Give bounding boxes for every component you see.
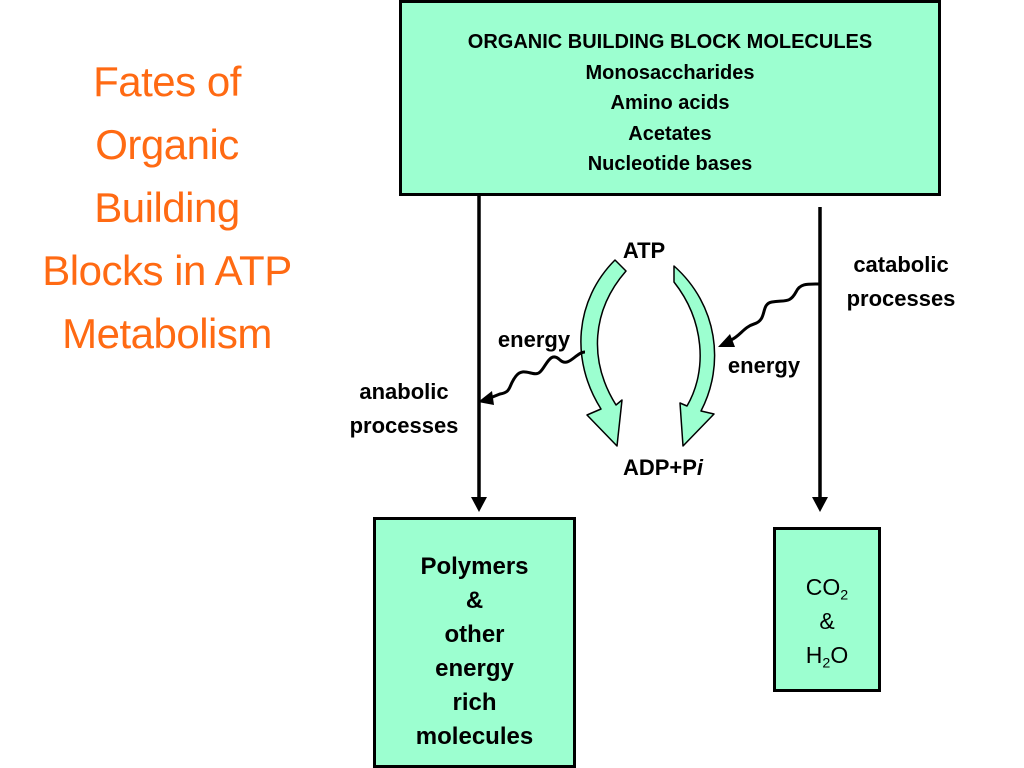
- adp-pi-text: ADP+P: [622, 455, 697, 480]
- title-line: Blocks in ATP: [42, 247, 292, 294]
- box-heading: ORGANIC BUILDING BLOCK MOLECULES: [467, 31, 873, 53]
- polymers-box: Polymers & other energy rich molecules: [373, 517, 576, 768]
- polymers-line: other: [444, 621, 505, 648]
- polymers-line: rich: [452, 689, 497, 716]
- adp-to-atp-arrow-right: [673, 265, 716, 447]
- catabolic-text: catabolic: [853, 252, 949, 277]
- energy-text-right: energy: [727, 353, 801, 378]
- polymers-line: Polymers: [420, 553, 529, 580]
- atp-label: ATP: [606, 235, 682, 267]
- energy-label-left: energy: [484, 324, 584, 356]
- atp-to-adp-arrow-left: [580, 259, 627, 447]
- box-item: Nucleotide bases: [587, 153, 753, 175]
- energy-text-left: energy: [497, 327, 571, 352]
- amp-line: &: [819, 608, 835, 634]
- energy-squiggle-left: [489, 350, 586, 400]
- adp-pi-label: ADP+Pi: [604, 452, 722, 484]
- slide-title: Fates of Organic Building Blocks in ATP …: [8, 50, 326, 365]
- polymers-line: &: [465, 587, 484, 614]
- anabolic-arrowhead: [471, 497, 487, 512]
- title-line: Fates of: [93, 58, 241, 105]
- box-item: Amino acids: [610, 92, 730, 114]
- polymers-line: energy: [435, 655, 514, 682]
- processes-text: processes: [846, 286, 956, 311]
- catabolic-arrowhead: [812, 497, 828, 512]
- energy-arrowhead-right: [718, 334, 735, 347]
- organic-building-blocks-box: ORGANIC BUILDING BLOCK MOLECULES Monosac…: [399, 0, 941, 196]
- anabolic-processes-label: anabolic processes: [326, 375, 482, 443]
- title-line: Organic: [95, 121, 239, 168]
- polymers-line: molecules: [415, 723, 534, 750]
- co2-text: CO: [805, 574, 841, 600]
- anabolic-text: anabolic: [359, 379, 449, 404]
- box-item: Acetates: [628, 122, 712, 145]
- title-line: Building: [94, 184, 240, 231]
- atp-text: ATP: [622, 238, 666, 263]
- o-text: O: [830, 642, 849, 668]
- title-line: Metabolism: [62, 310, 272, 357]
- catabolic-processes-label: catabolic processes: [824, 248, 978, 316]
- h-text: H: [805, 642, 823, 668]
- co2-line: CO2: [776, 570, 878, 604]
- energy-arrowhead-left: [478, 391, 494, 405]
- co2-subscript: 2: [840, 587, 849, 604]
- energy-label-right: energy: [714, 350, 814, 382]
- co2-h2o-box: CO2 & H2O: [773, 527, 881, 692]
- h2o-line: H2O: [776, 638, 878, 672]
- box-item: Monosaccharides: [585, 61, 755, 84]
- h2o-subscript: 2: [822, 655, 831, 672]
- processes-text: processes: [349, 413, 459, 438]
- pi-italic-text: i: [696, 455, 704, 480]
- energy-squiggle-right: [730, 282, 821, 342]
